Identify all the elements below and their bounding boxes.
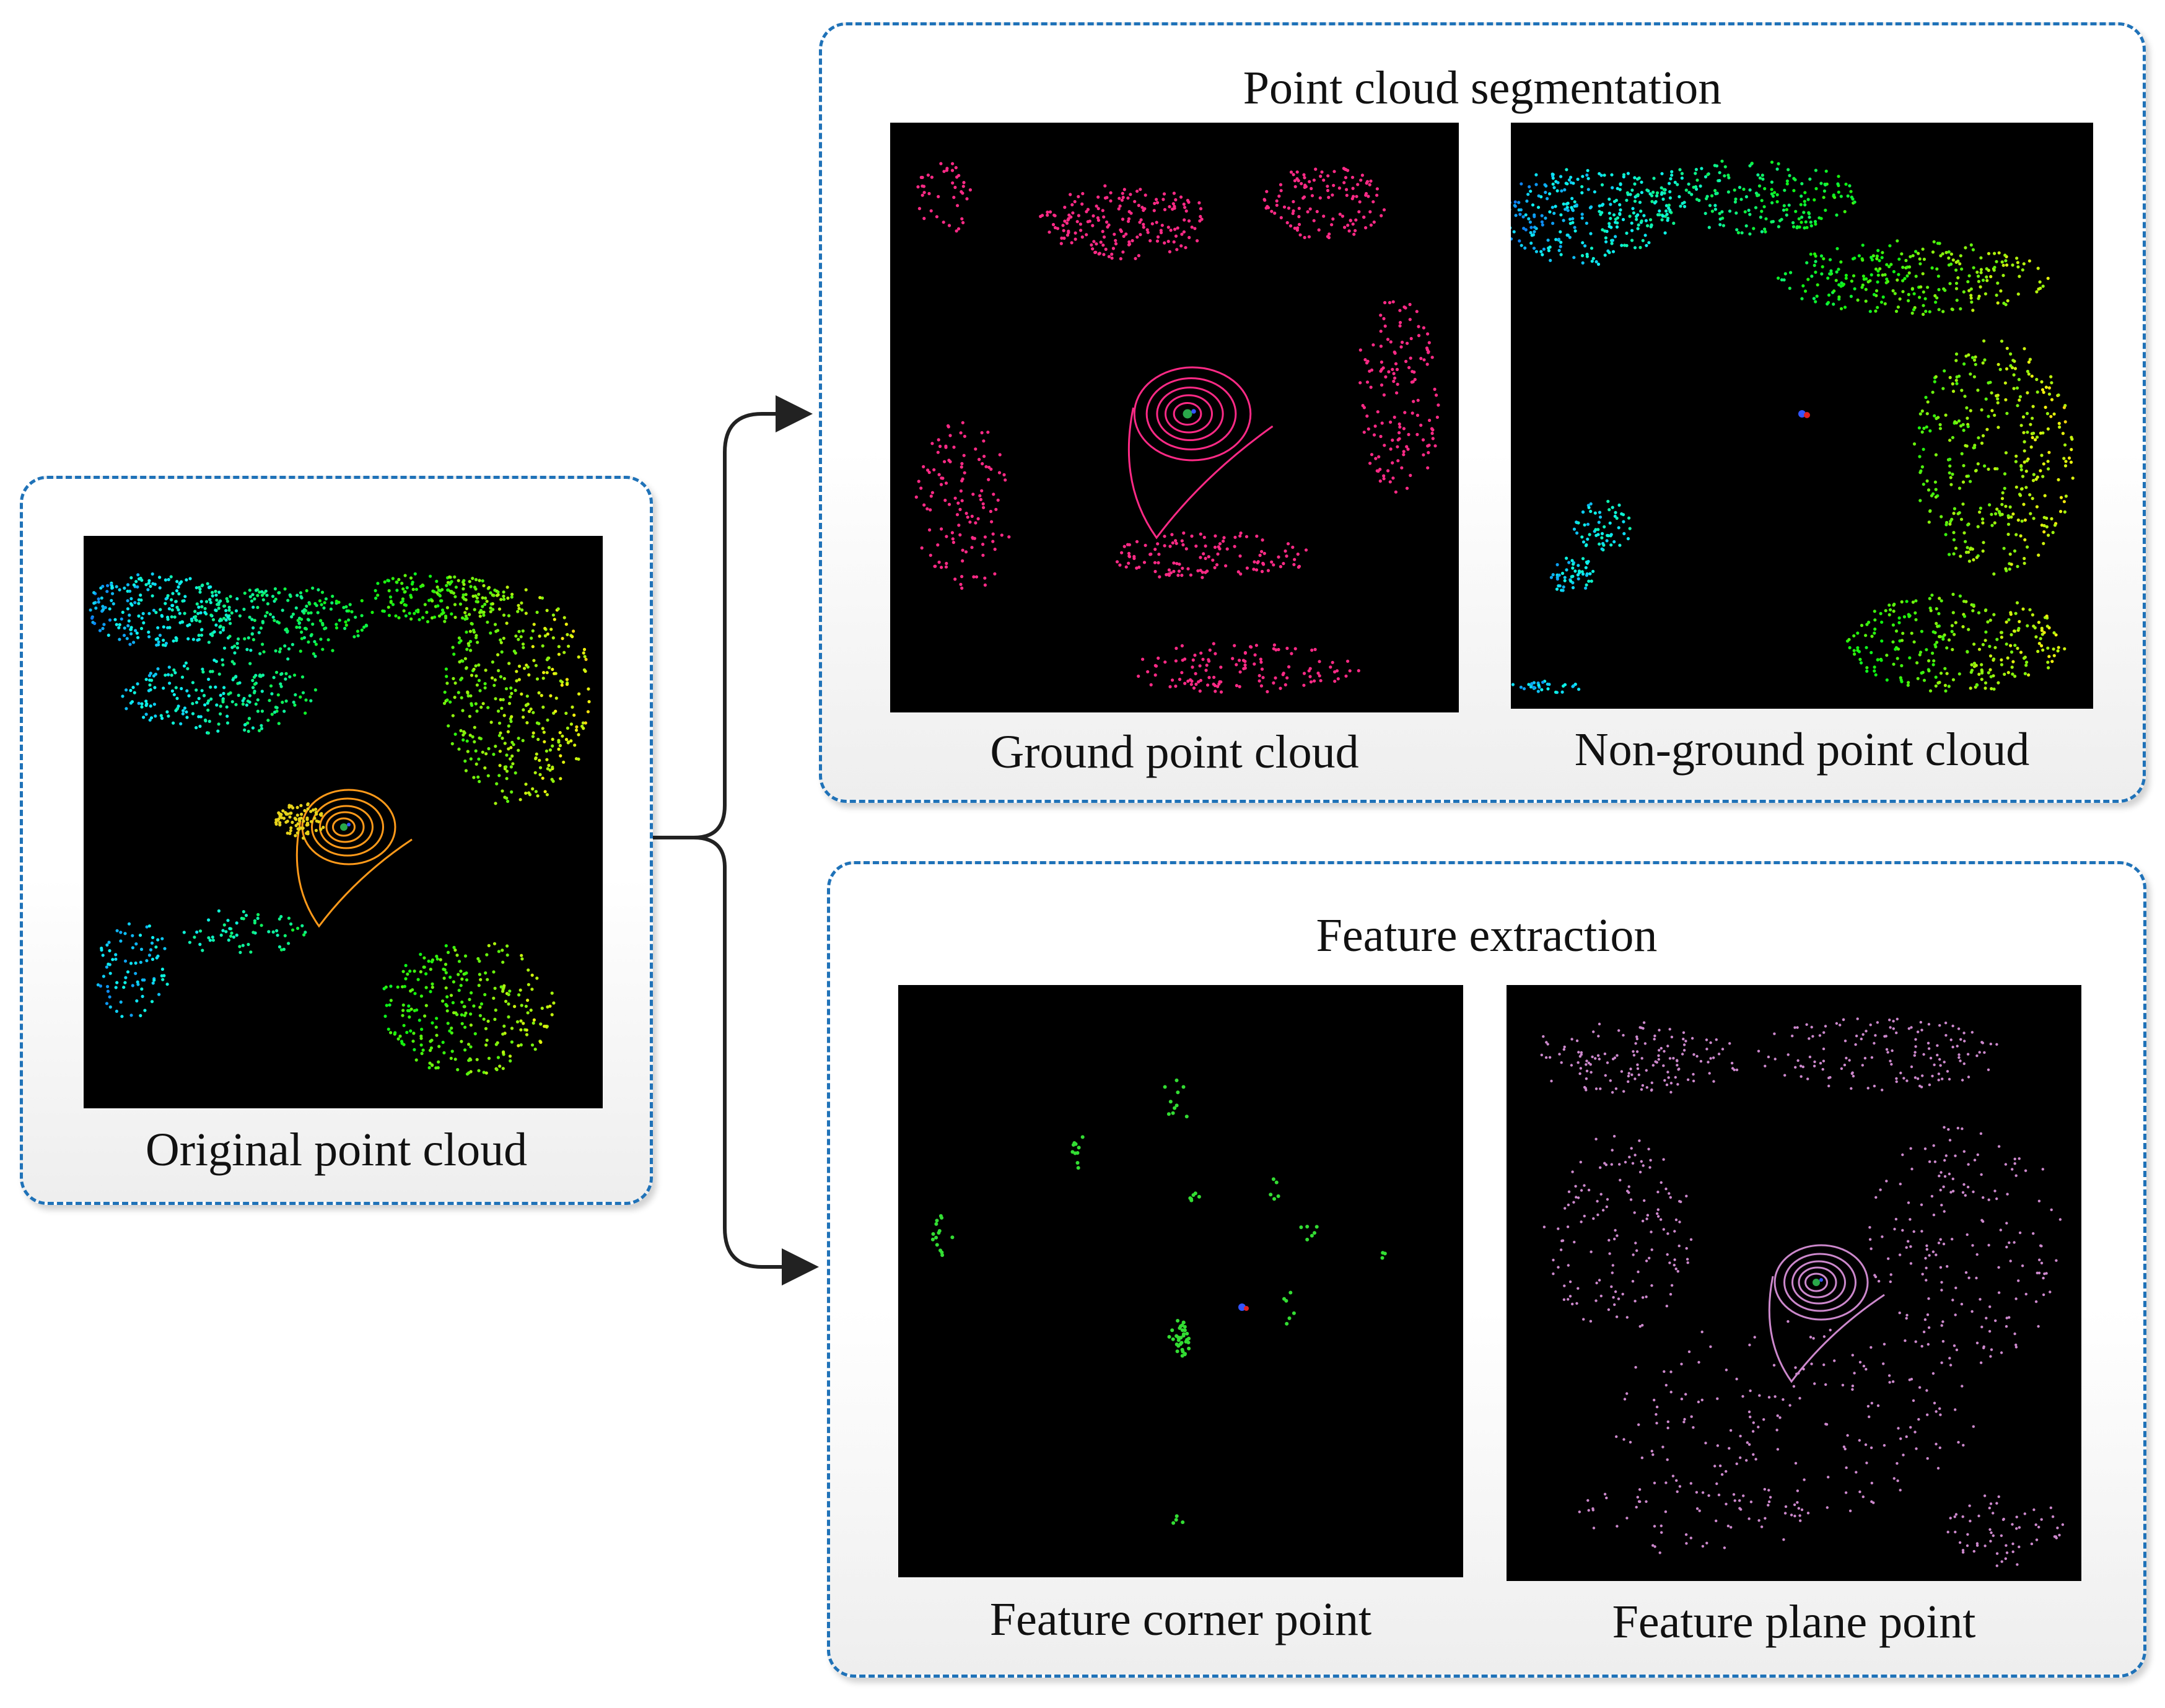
nonground-point-cloud-image [1511,123,2093,709]
arrow-to-segmentation [652,395,813,839]
features-title: Feature extraction [1316,909,1658,961]
original-caption: Original point cloud [145,1124,528,1176]
ground-point-cloud-image [890,123,1459,712]
feature-plane-point-image [1507,985,2081,1581]
plane-caption: Feature plane point [1612,1596,1976,1648]
feature-corner-point-image [898,985,1463,1577]
ground-caption: Ground point cloud [990,726,1359,778]
segmentation-title: Point cloud segmentation [1243,62,1722,114]
nonground-caption: Non-ground point cloud [1574,724,2030,776]
features-group: Feature extraction Feature corner point … [827,861,2146,1678]
original-point-cloud-image [84,536,603,1108]
corner-caption: Feature corner point [989,1593,1372,1645]
arrow-to-features [652,836,819,1285]
segmentation-group: Point cloud segmentation Ground point cl… [819,22,2146,803]
original-group: Original point cloud [20,476,653,1205]
